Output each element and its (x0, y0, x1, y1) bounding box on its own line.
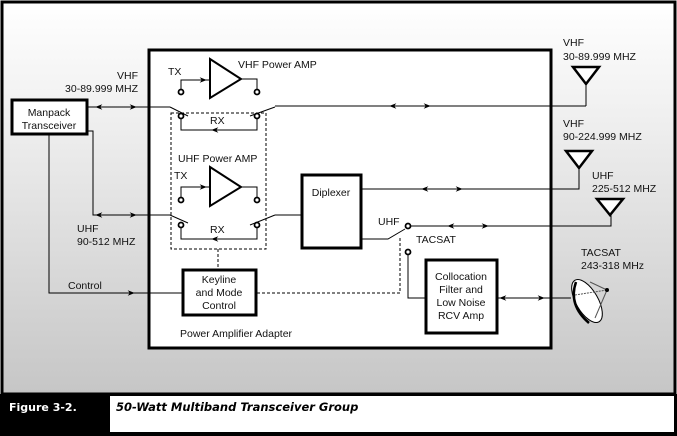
figure-number: Figure 3-2. (9, 401, 77, 414)
keyline-label-1: Keyline (202, 274, 237, 286)
switch-uhf-label: UHF (378, 216, 400, 228)
uhf-rx-label: RX (210, 224, 225, 236)
manpack-label-2: Transceiver (22, 120, 77, 132)
antenna-vhf-90: VHF 90-224.999 MHZ (563, 118, 642, 171)
vhf-input-range: 30-89.999 MHZ (65, 83, 139, 95)
vhf-amp-triangle (209, 57, 243, 100)
adapter-label: Power Amplifier Adapter (180, 328, 293, 340)
antenna-uhf-225-band: UHF (592, 170, 614, 182)
diplexer-antenna-link (361, 168, 580, 192)
antenna-vhf-90-range: 90-224.999 MHZ (563, 131, 642, 143)
diplexer-block: Diplexer (300, 173, 363, 250)
uhf-amp-triangle (209, 165, 243, 208)
vhf-antenna-link (275, 84, 587, 109)
amp-switch-enclosure (170, 112, 267, 250)
collocation-label-2: Filter and (439, 284, 483, 296)
keyline-label-3: Control (202, 300, 236, 312)
figure-title: 50-Watt Multiband Transceiver Group (116, 400, 358, 414)
vhf-tx-label: TX (168, 66, 181, 78)
collocation-label-4: RCV Amp (438, 310, 484, 322)
antenna-icon (570, 65, 602, 87)
manpack-transceiver-block: Manpack Transceiver (10, 98, 89, 136)
collocation-filter-block: Collocation Filter and Low Noise RCV Amp (424, 258, 499, 335)
antenna-uhf-225: UHF 225-512 MHZ (592, 170, 657, 217)
vhf-rx-label: RX (210, 115, 225, 127)
antenna-tacsat: TACSAT 243-318 MHz (571, 247, 644, 324)
uhf-amp-label: UHF Power AMP (178, 153, 257, 165)
keyline-to-switch-dash (257, 236, 401, 294)
keyline-label-2: and Mode (196, 287, 243, 299)
control-link (48, 134, 183, 296)
uhf-input-range: 90-512 MHZ (77, 236, 136, 248)
uhf-input-band: UHF (77, 223, 99, 235)
switch-tacsat-label: TACSAT (416, 234, 456, 246)
manpack-label-1: Manpack (28, 107, 71, 119)
antenna-vhf-90-band: VHF (563, 118, 584, 130)
control-label: Control (68, 280, 102, 292)
antenna-uhf-225-range: 225-512 MHZ (592, 183, 657, 195)
diplexer-label: Diplexer (312, 187, 351, 199)
antenna-tacsat-band: TACSAT (581, 247, 621, 259)
vhf-amp-label: VHF Power AMP (238, 59, 317, 71)
collocation-label-3: Low Noise (436, 297, 485, 309)
vhf-power-amp: TX VHF Power AMP RX (168, 57, 317, 133)
uhf-power-amp: UHF Power AMP TX RX (174, 153, 302, 242)
keyline-mode-control-block: Keyline and Mode Control (181, 268, 258, 317)
uhf-input-link (87, 130, 189, 224)
uhf-tacsat-switch: UHF TACSAT (361, 214, 612, 299)
antenna-vhf-30: VHF 30-89.999 MHZ (563, 37, 637, 87)
antenna-vhf-30-band: VHF (563, 37, 584, 49)
uhf-tx-label: TX (174, 170, 187, 182)
caption-title-panel (110, 396, 674, 432)
antenna-icon (563, 149, 595, 171)
antenna-vhf-30-range: 30-89.999 MHZ (563, 51, 637, 63)
vhf-input-link (87, 104, 189, 117)
satellite-dish-icon (571, 279, 609, 324)
vhf-input-band: VHF (117, 70, 138, 82)
collocation-label-1: Collocation (435, 271, 487, 283)
antenna-icon (594, 197, 626, 217)
antenna-tacsat-range: 243-318 MHz (581, 260, 644, 272)
